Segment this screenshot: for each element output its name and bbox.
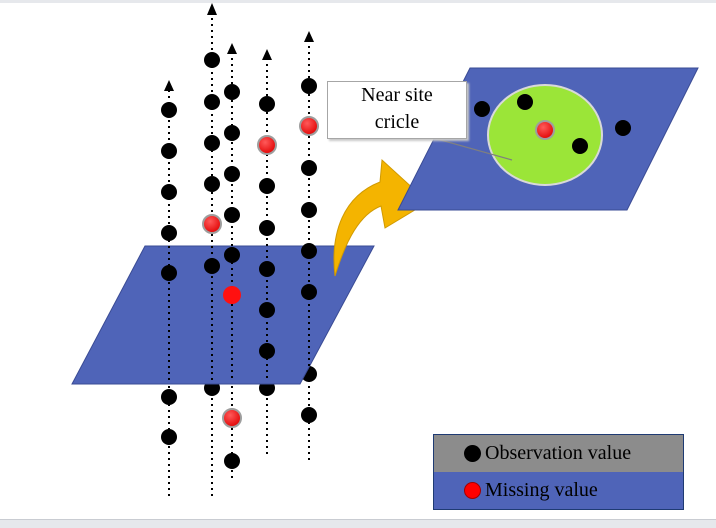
missing-value-dots [202,116,319,304]
legend-item-observation: Observation value [434,435,683,472]
missing-value-dot [222,408,242,428]
callout-line-2: cricle [374,111,420,133]
bottom-border [0,519,716,528]
observation-dot-icon [464,445,481,462]
up-arrow-icon [164,3,314,91]
near-site-callout: Near site cricle [327,81,467,139]
curved-arrow-icon [333,158,429,277]
callout-line-1: Near site [361,84,433,106]
observation-dots [161,52,317,359]
legend-item-missing: Missing value [434,472,683,509]
upper-observation-dots [474,94,631,154]
legend-label-missing: Missing value [485,479,598,501]
missing-dot-icon [464,482,481,499]
callout-leader-line [429,136,513,161]
upper-missing-dot [535,120,555,140]
legend-label-observation: Observation value [485,442,632,464]
legend: Observation value Missing value [433,434,684,510]
top-border [0,0,716,3]
dotted-lines-lower [168,380,310,500]
lower-plane [71,245,375,385]
